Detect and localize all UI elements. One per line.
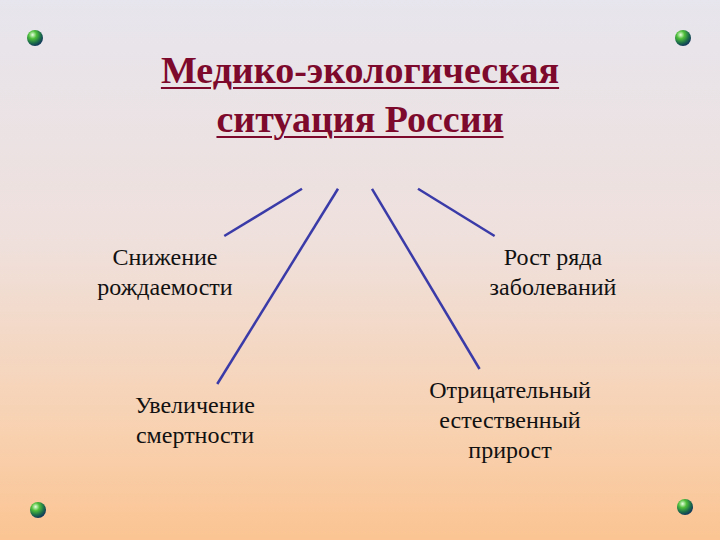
- topic-node: Рост ряда заболеваний: [453, 236, 653, 308]
- node-label: Рост ряда заболеваний: [461, 242, 645, 302]
- title-node: Медико-экологическая ситуация России: [110, 40, 610, 189]
- topic-node: Увеличение смертности: [105, 384, 285, 456]
- node-label: Отрицательный естественный прирост: [403, 375, 617, 465]
- node-label: Увеличение смертности: [113, 390, 277, 450]
- connector-line: [217, 189, 338, 384]
- corner-bullet: [675, 30, 691, 46]
- title-text: Медико-экологическая ситуация России: [120, 46, 600, 145]
- corner-bullet: [677, 499, 693, 515]
- corner-bullet: [27, 30, 43, 46]
- topic-node: Снижение рождаемости: [70, 236, 260, 308]
- connector-line: [224, 189, 302, 236]
- topic-node: Отрицательный естественный прирост: [395, 369, 625, 471]
- node-label: Снижение рождаемости: [78, 242, 252, 302]
- connector-line: [372, 189, 480, 369]
- corner-bullet: [30, 502, 46, 518]
- connector-line: [418, 189, 495, 236]
